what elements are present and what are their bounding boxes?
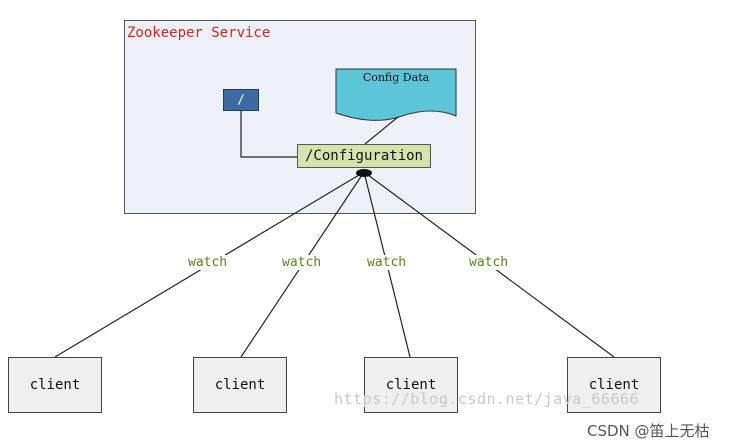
watermark-credit: CSDN @笛上无枯 [587,422,710,440]
zookeeper-service-box [124,20,476,214]
config-data-link [364,116,399,145]
configuration-znode: /Configuration [297,144,431,168]
config-data-label: Config Data [362,71,430,84]
client-box-4: client [567,357,661,413]
client-box-2: client [193,357,287,413]
watch-label-3: watch [366,255,408,270]
client-box-3: client [364,357,458,413]
config-data-shape [335,68,457,121]
watch-label-1: watch [187,255,229,270]
watch-label-2: watch [281,255,323,270]
watch-anchor-dot [356,169,372,177]
watermark-url: https://blog.csdn.net/java_66666 [334,390,639,408]
root-to-configuration-link [240,111,297,158]
service-title: Zookeeper Service [127,25,271,41]
root-znode: / [223,89,259,111]
client-box-1: client [8,357,102,413]
watch-label-4: watch [468,255,510,270]
